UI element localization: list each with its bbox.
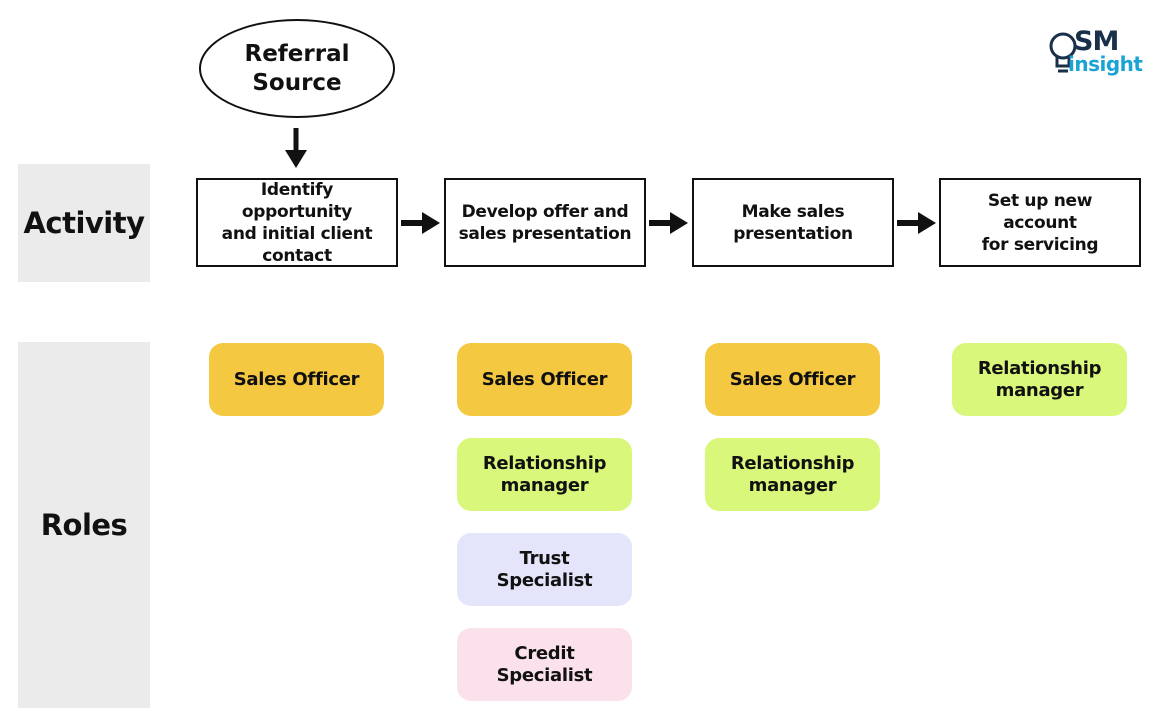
activity-box-1: Identify opportunity and initial client … xyxy=(196,178,398,267)
activity-label-3: Make sales presentation xyxy=(733,201,853,244)
activity-label-1: Identify opportunity and initial client … xyxy=(221,179,373,266)
role-label: Sales Officer xyxy=(481,368,608,390)
activity-lane-text: Activity xyxy=(23,206,145,240)
activity-box-4: Set up new account for servicing xyxy=(939,178,1141,267)
activity-box-2: Develop offer and sales presentation xyxy=(444,178,646,267)
role-col1-sales-officer: Sales Officer xyxy=(209,343,384,416)
referral-source-label: Referral Source xyxy=(244,40,350,96)
roles-lane-label: Roles xyxy=(18,342,150,708)
logo-line1: SM xyxy=(1074,26,1119,57)
arrow-activity3-to-activity4 xyxy=(897,212,936,234)
activity-label-2: Develop offer and sales presentation xyxy=(458,201,632,244)
roles-lane-text: Roles xyxy=(40,508,128,542)
role-col2-credit-specialist: Credit Specialist xyxy=(457,628,632,701)
lightbulb-icon xyxy=(1049,32,1077,73)
role-col4-relationship-manager: Relationship manager xyxy=(952,343,1127,416)
sm-insight-logo: SM insight xyxy=(1046,26,1143,82)
role-label: Relationship manager xyxy=(482,452,607,496)
arrow-source-to-activity1 xyxy=(285,128,307,168)
role-col3-relationship-manager: Relationship manager xyxy=(705,438,880,511)
role-label: Relationship manager xyxy=(730,452,855,496)
activity-box-3: Make sales presentation xyxy=(692,178,894,267)
role-label: Trust Specialist xyxy=(496,547,593,591)
role-label: Credit Specialist xyxy=(496,642,593,686)
role-col2-trust-specialist: Trust Specialist xyxy=(457,533,632,606)
logo-line2: insight xyxy=(1068,52,1143,76)
role-label: Sales Officer xyxy=(233,368,360,390)
role-col3-sales-officer: Sales Officer xyxy=(705,343,880,416)
role-label: Relationship manager xyxy=(977,357,1102,401)
arrow-activity2-to-activity3 xyxy=(649,212,688,234)
role-col2-sales-officer: Sales Officer xyxy=(457,343,632,416)
role-col2-relationship-manager: Relationship manager xyxy=(457,438,632,511)
activity-lane-label: Activity xyxy=(18,164,150,282)
arrow-activity1-to-activity2 xyxy=(401,212,440,234)
referral-source-node: Referral Source xyxy=(199,19,395,118)
role-label: Sales Officer xyxy=(729,368,856,390)
activity-label-4: Set up new account for servicing xyxy=(981,190,1099,255)
